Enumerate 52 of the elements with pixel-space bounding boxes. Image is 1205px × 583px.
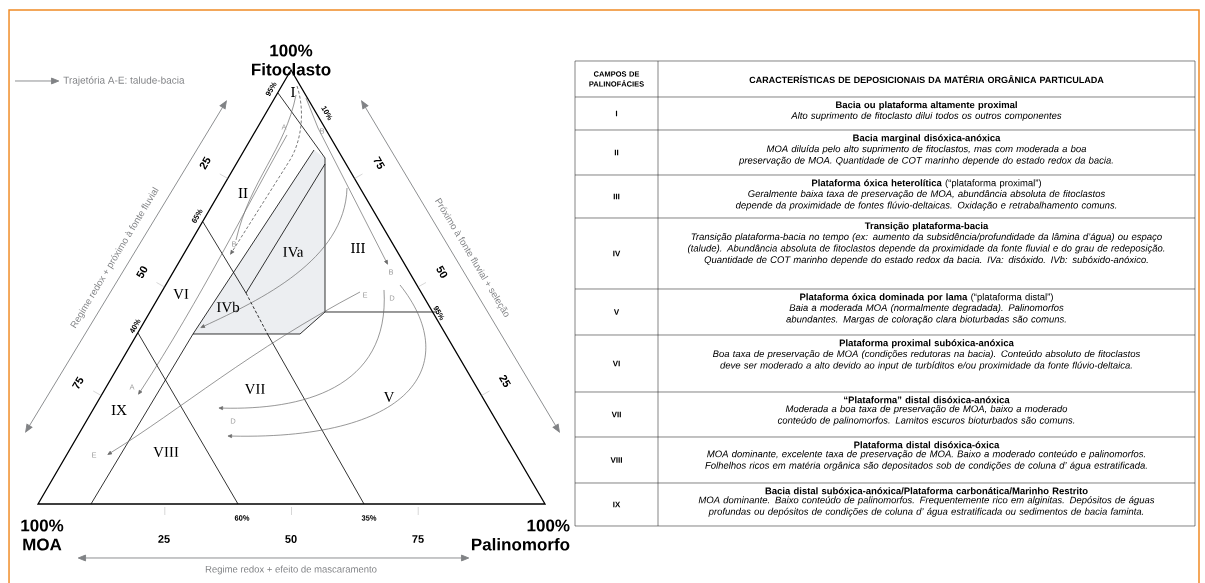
vertex-label: 100% Fitoclasto [252, 44, 331, 76]
legend-label: Trajetória A-E: talude-bacia [63, 76, 185, 86]
row-number: I [615, 110, 618, 117]
row-number: IV [613, 250, 621, 257]
row-title: Bacia ou plataforma altamente proximal [836, 101, 1017, 111]
row-number: III [613, 193, 620, 200]
field-label: III [351, 243, 365, 253]
row-description: MOA diluída pelo alto suprimento de fitoclastos, mas com moderada a boa preservação de MOA. Quantidade de COT marinho depende do estado redox da bacia. [738, 145, 1113, 166]
row-title: “Plataforma” distal disóxica-anóxica [844, 396, 1010, 404]
row-title: Plataforma distal disóxica-óxica [854, 441, 1000, 449]
vertex-label: 100% MOA [21, 519, 64, 551]
tick-label: 25 [158, 535, 170, 543]
row-title: Plataforma óxica dominada por lama (“plataforma distal”) [800, 293, 1053, 303]
row-title: Plataforma proximal subóxica-anóxica [839, 339, 1014, 349]
row-title: Transição plataforma-bacia [864, 222, 989, 232]
tick-label: 50 [285, 535, 297, 543]
row-description: Baia a moderada MOA (normalmente degradada). Palinomorfos abundantes. Margas de coloração clara bioturbadas são comuns. [786, 304, 1066, 325]
axis-title: Regime redox + efeito de mascaramento [205, 565, 377, 575]
tick-label: 50 [136, 266, 148, 279]
row-title: Bacia marginal disóxica-anóxica [853, 134, 1001, 144]
column-header: CARACTERÍSTICAS DE DEPOSICIONAIS DA MATÉRIA ORGÂNICA PARTICULADA [749, 74, 1104, 84]
field-label: VIII [153, 446, 179, 457]
row-number: II [614, 149, 619, 156]
tick-label: 25 [199, 156, 211, 170]
tick-label: 75 [412, 535, 424, 543]
field-label: V [383, 391, 395, 402]
vertex-label: 100% Palinomorfo [472, 519, 570, 551]
row-description: Alto suprimento de fitoclasto dilui todos os outros componentes [790, 111, 1062, 121]
row-number: IX [613, 501, 621, 508]
tick-label: 25 [498, 375, 511, 388]
row-description: MOA dominante, excelente taxa de preservação de MOA. Baixo a moderado conteúdo e palinomorfos. Folhelhos ricos em matéria orgânica são depositados sob de condições de coluna d’ água estratificada. [705, 450, 1147, 471]
field-label: VI [173, 288, 189, 299]
row-description: MOA dominante. Baixo conteúdo de palinomorfos. Frequentemente rico em alginitas. Depósitos de águas profundas ou depósitos de condições de coluna d’ água estratificada ou sedimentos de bacia faminta. [698, 496, 1155, 517]
field-label: I [291, 87, 295, 97]
row-number: VI [612, 360, 620, 367]
row-description: Moderada a boa taxa de preservação de MOA, baixo a moderado conteúdo de palinomorfos. Lamitos escuros bioturbados são comuns. [777, 405, 1075, 426]
row-description: Geralmente baixa taxa de preservação de MOA, abundância absoluta de fitoclastos depende da proximidade de fontes flúvio-deltaicas. Oxidação e retrabalhamento comuns. [735, 190, 1117, 211]
field-label: IVa [283, 246, 304, 257]
field-label: IVb [216, 301, 240, 313]
row-description: Transição plataforma-bacia no tempo (ex: aumento da subsidência/profundidade da lâmina d’água) ou espaço (talude). Abundância absoluta de fitoclastos depende da proximidade da fonte fluvial e do grau de redeposição. Quantidade de COT marinho depende do estado redox da bacia. IVa: disóxido. IVb: subóxido-anóxico. [687, 232, 1165, 265]
field-label: IX [111, 405, 127, 415]
tick-label: 50 [436, 265, 448, 278]
row-title: Plataforma óxica heterolítica (“plataforma proximal”) [812, 179, 1041, 189]
row-number: VIII [610, 457, 622, 463]
field-label: II [238, 188, 248, 198]
row-description: Boa taxa de preservação de MOA (condições redutoras na bacia). Conteúdo absoluto de fitoclastos deve ser moderado a alto devido ao input de turbíditos e/ou proximidade da fonte flúvio-deltaica. [712, 350, 1141, 371]
row-number: V [613, 309, 620, 315]
row-number: VII [611, 411, 621, 418]
field-label: VII [244, 383, 265, 394]
tick-label: 75 [71, 376, 84, 389]
row-title: Bacia distal subóxica-anóxica/Plataforma carbonática/Marinho Restrito [765, 487, 1088, 495]
tick-label: 75 [373, 156, 385, 169]
